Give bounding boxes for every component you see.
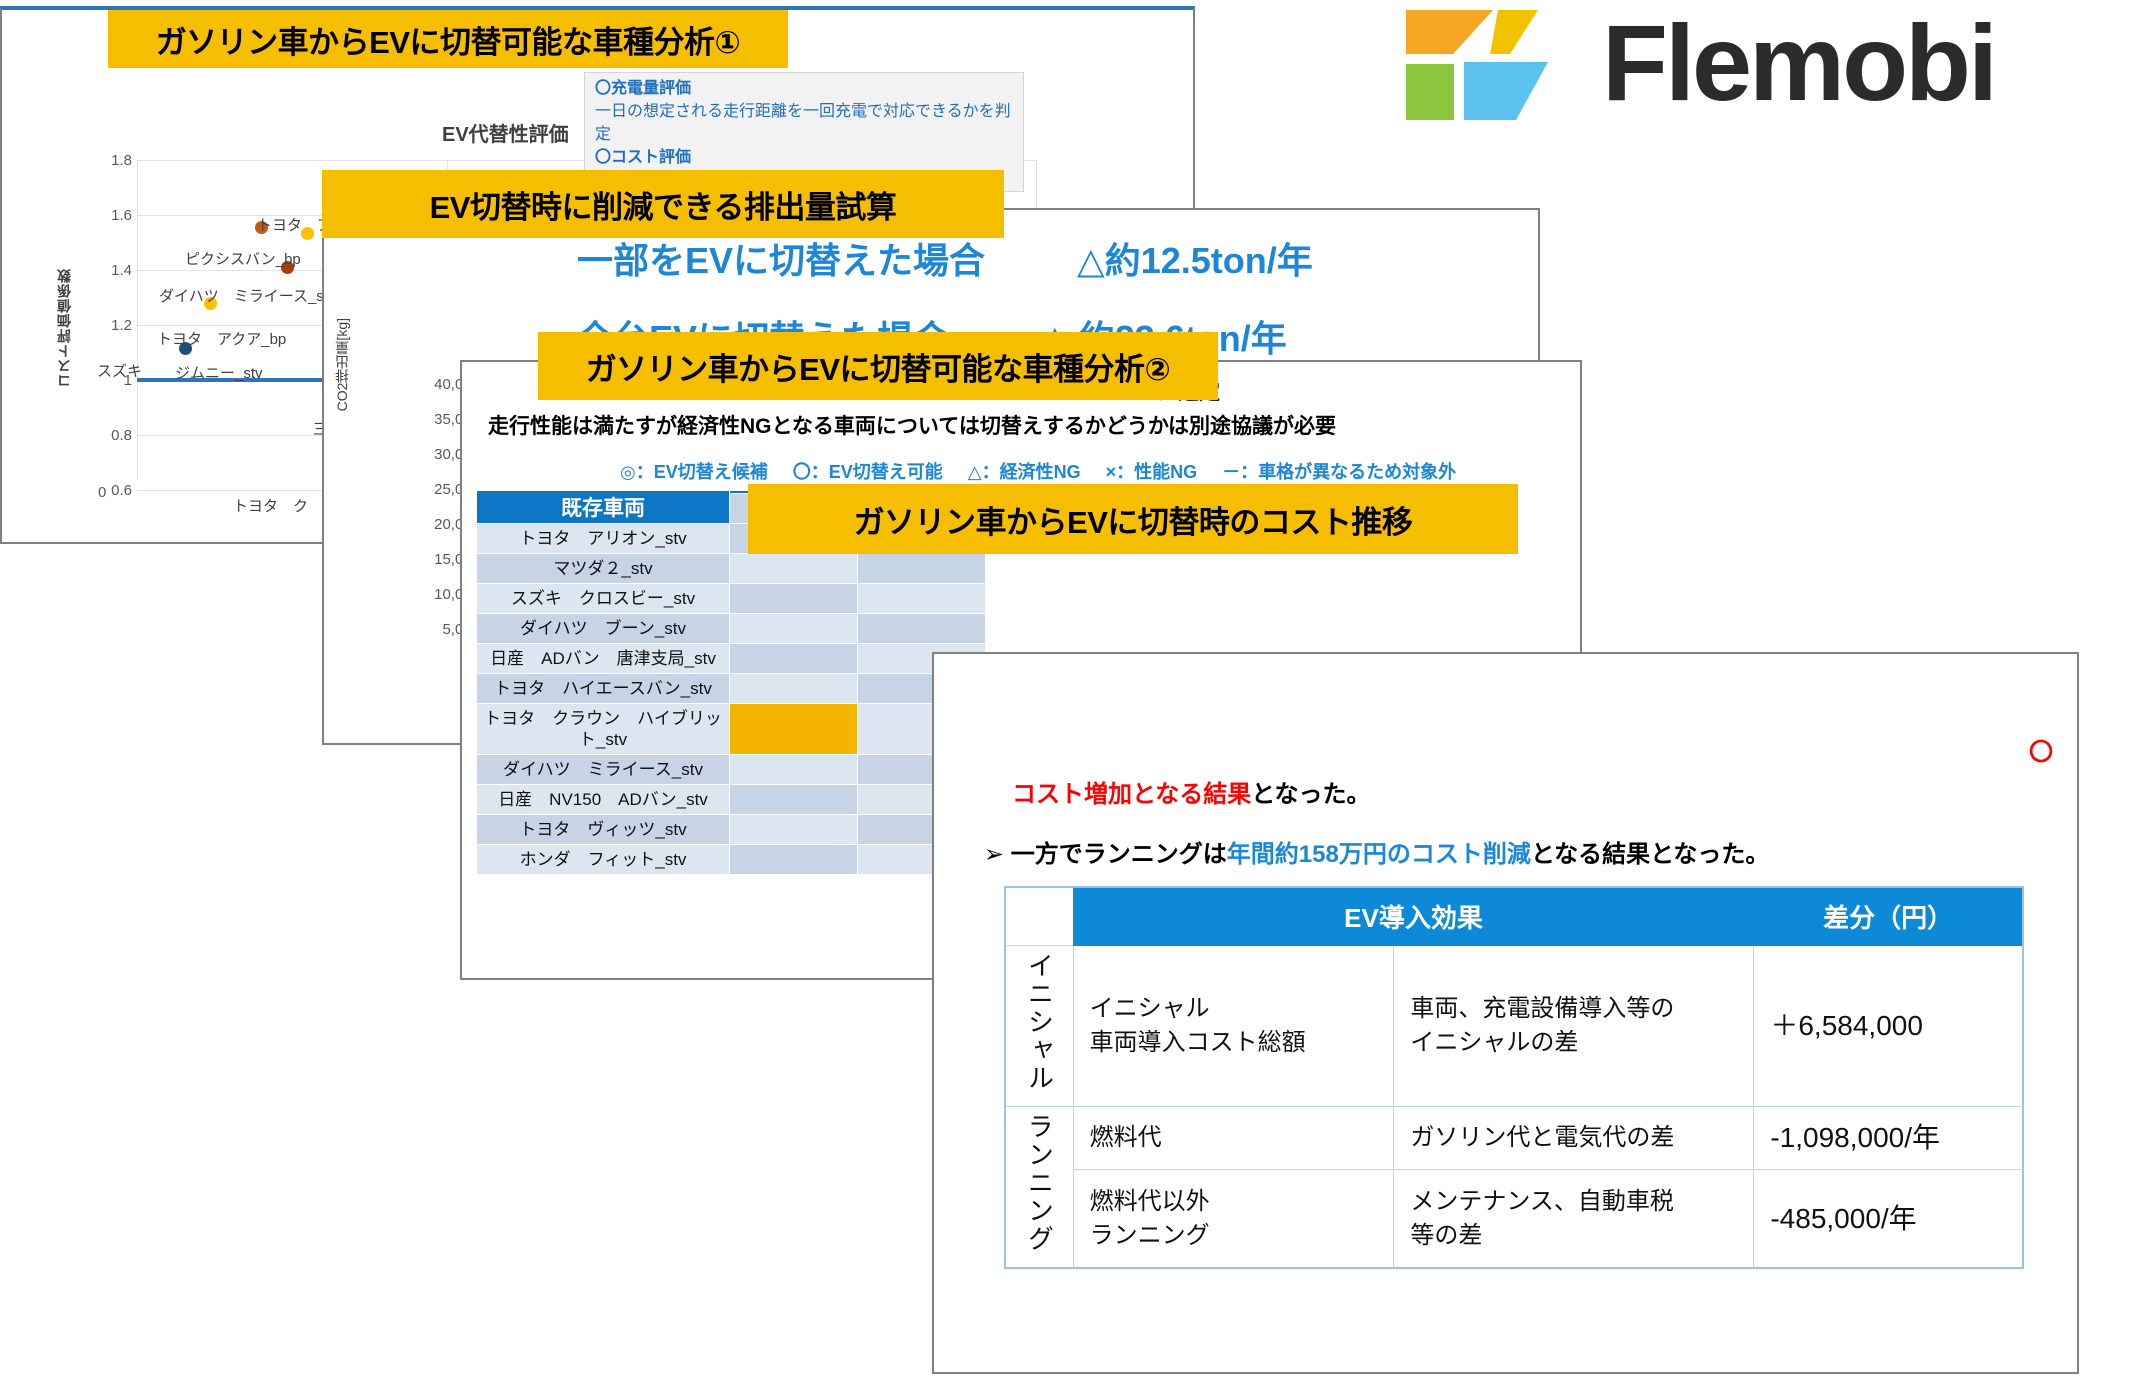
table-row[interactable]: ホンダ フィット_stv bbox=[476, 844, 986, 875]
vehicle-name: トヨタ ヴィッツ_stv bbox=[476, 814, 730, 845]
group-label-initial: イニシャル bbox=[1004, 945, 1074, 1107]
scatter-point bbox=[301, 227, 314, 240]
table-row[interactable]: トヨタ ハイエースバン_stv bbox=[476, 673, 986, 704]
highlight-cell bbox=[729, 703, 858, 755]
y-tick: 0.6 bbox=[111, 482, 132, 499]
table-row[interactable]: トヨタ クラウン ハイブリット_stv bbox=[476, 703, 986, 755]
cost-item-initial: イニシャル 車両導入コスト総額 bbox=[1072, 945, 1395, 1107]
table-row[interactable]: トヨタ ヴィッツ_stv bbox=[476, 814, 986, 845]
vehicle-name: ダイハツ ミライース_stv bbox=[476, 754, 730, 785]
cost-table-row-initial[interactable]: イニシャル イニシャル 車両導入コスト総額 車両、充電設備導入等の イニシャルの… bbox=[1004, 945, 2024, 1107]
running-cost-highlight: 年間約158万円のコスト削減 bbox=[1226, 841, 1531, 868]
flemobi-logo: Flemobi bbox=[1390, 0, 2150, 135]
banner-cost-transition[interactable]: ガソリン車からEVに切替時のコスト推移 bbox=[748, 484, 1518, 554]
scatter-point-label: ダイハツ ミライース_stv bbox=[159, 288, 336, 305]
scatter-y-axis-label: コスト評価値係数 bbox=[56, 268, 72, 388]
cost-increase-tail: となった。 bbox=[1251, 781, 1371, 808]
cost-detail-nonfuel: メンテナンス、自動車税 等の差 bbox=[1393, 1169, 1755, 1269]
y-tick: 1.2 bbox=[111, 317, 132, 334]
y-tick: 1.6 bbox=[111, 207, 132, 224]
legend-item-excluded: －：車格が異なるため対象外 bbox=[1222, 462, 1457, 482]
table-row[interactable]: マツダ２_stv bbox=[476, 553, 986, 584]
slide-vehicle-analysis-2[interactable]: 13 に選定 走行性能は満たすが経済性NGとなる車両については切替えするかどうか… bbox=[460, 360, 1582, 980]
table-row[interactable]: 日産 ADバン 唐津支局_stv bbox=[476, 643, 986, 674]
cost-table-row-nonfuel[interactable]: 燃料代以外 ランニング メンテナンス、自動車税 等の差 -485,000/年 bbox=[1005, 1169, 2024, 1269]
note-text-charge: 一日の想定される走行距離を一回充電で対応できるかを判定 bbox=[595, 103, 1011, 143]
flemobi-mark-icon bbox=[1406, 10, 1548, 120]
cost-item-nonfuel: 燃料代以外 ランニング bbox=[1072, 1169, 1395, 1269]
banner-vehicle-analysis-2[interactable]: ガソリン車からEVに切替可能な車種分析② bbox=[538, 332, 1218, 400]
x-tick: 0 bbox=[98, 484, 107, 501]
vehicle-name: マツダ２_stv bbox=[476, 553, 730, 584]
running-cost-tail: となる結果となった。 bbox=[1530, 841, 1770, 868]
table-row[interactable]: スズキ クロスビー_stv bbox=[476, 583, 986, 614]
scatter-point-label: トヨタ アクア_bp bbox=[157, 331, 287, 348]
legend-item-perf-ng: ×：性能NG bbox=[1105, 462, 1198, 482]
cost-increase-highlight: コスト増加となる結果 bbox=[1012, 781, 1252, 808]
scatter-point bbox=[281, 261, 294, 274]
vehicle-name: トヨタ クラウン ハイブリット_stv bbox=[476, 703, 730, 755]
cost-value-initial: ＋6,584,000 bbox=[1753, 945, 2024, 1107]
y-tick: 1 bbox=[123, 372, 132, 389]
col-existing-vehicle: 既存車両 bbox=[476, 490, 730, 524]
cost-value-fuel: -1,098,000/年 bbox=[1753, 1105, 2024, 1171]
col-ev-effect: EV導入効果 bbox=[1072, 886, 1755, 946]
scatter-point-label: ピクシスバン_bp bbox=[185, 251, 301, 268]
running-cost-lead: ➢ 一方でランニングは bbox=[984, 841, 1227, 868]
scatter-point bbox=[204, 297, 217, 310]
cost-table-header-row: EV導入効果 差分（円） bbox=[1005, 886, 2024, 946]
vehicle-name: トヨタ ハイエースバン_stv bbox=[476, 673, 730, 704]
symbol-legend: ◎：EV切替え候補 〇：EV切替え可能 △：経済性NG ×：性能NG －：車格が… bbox=[620, 458, 1476, 484]
scatter-point-label: スズキ bbox=[97, 363, 143, 380]
running-cost-line: ➢ 一方でランニングは年間約158万円のコスト削減となる結果となった。 bbox=[984, 834, 1769, 869]
col-difference: 差分（円） bbox=[1753, 886, 2024, 946]
scatter-point bbox=[179, 342, 192, 355]
vehicle-name: ダイハツ ブーン_stv bbox=[476, 613, 730, 644]
banner-vehicle-analysis-1[interactable]: ガソリン車からEVに切替可能な車種分析① bbox=[108, 10, 788, 68]
scatter-point-label: トヨタ ク bbox=[233, 498, 309, 515]
group-label-running: ランニング bbox=[1004, 1106, 1074, 1269]
table-row[interactable]: ダイハツ ブーン_stv bbox=[476, 613, 986, 644]
emission-partial-line: 一部をEVに切替えた場合 △約12.5ton/年 bbox=[577, 232, 1313, 284]
scatter-chart-title: EV代替性評価 bbox=[442, 124, 569, 146]
emission-partial-label: 一部をEVに切替えた場合 bbox=[577, 240, 986, 281]
cost-detail-initial: 車両、充電設備導入等の イニシャルの差 bbox=[1393, 945, 1755, 1107]
note-heading-charge: 〇充電量評価 bbox=[595, 80, 692, 97]
slide-cost-transition[interactable]: 〇 コスト増加となる結果となった。 ➢ 一方でランニングは年間約158万円のコス… bbox=[932, 652, 2079, 1374]
vehicle-name: 日産 ADバン 唐津支局_stv bbox=[476, 643, 730, 674]
scatter-y-axis-ticks: 1.8 1.6 1.4 1.2 1 0.8 0.6 bbox=[90, 152, 132, 499]
bar-chart-y-axis-label: CO2排出量[kg] bbox=[334, 318, 350, 412]
y-tick: 0.8 bbox=[111, 427, 132, 444]
vehicle-name: スズキ クロスビー_stv bbox=[476, 583, 730, 614]
table-row[interactable]: 日産 NV150 ADバン_stv bbox=[476, 784, 986, 815]
y-tick: 1.4 bbox=[111, 262, 132, 279]
vehicle-name: トヨタ アリオン_stv bbox=[476, 523, 730, 554]
banner-emission-reduction[interactable]: EV切替時に削減できる排出量試算 bbox=[322, 170, 1004, 238]
scatter-point-label: ジムニー_stv bbox=[175, 365, 263, 382]
y-tick: 1.8 bbox=[111, 152, 132, 169]
cost-increase-line: コスト増加となる結果となった。 bbox=[1012, 774, 1371, 809]
performance-note-line: 走行性能は満たすが経済性NGとなる車両については切替えするかどうかは別途協議が必… bbox=[488, 415, 1336, 438]
note-heading-cost: 〇コスト評価 bbox=[595, 149, 692, 166]
legend-item-candidate: ◎：EV切替え候補 bbox=[620, 462, 768, 482]
emission-partial-value: △約12.5ton/年 bbox=[1077, 240, 1313, 281]
legend-item-econ-ng: △：経済性NG bbox=[967, 462, 1081, 482]
cost-table-row-fuel[interactable]: ランニング 燃料代 ガソリン代と電気代の差 -1,098,000/年 bbox=[1004, 1105, 2024, 1269]
cost-note-marker: 〇 bbox=[2029, 739, 2053, 766]
table-row[interactable]: ダイハツ ミライース_stv bbox=[476, 754, 986, 785]
scatter-point bbox=[255, 221, 268, 234]
cost-item-fuel: 燃料代 bbox=[1072, 1105, 1395, 1171]
vehicle-name: 日産 NV150 ADバン_stv bbox=[476, 784, 730, 815]
flemobi-wordmark: Flemobi bbox=[1602, 2, 1998, 123]
vehicle-name: ホンダ フィット_stv bbox=[476, 844, 730, 875]
cost-detail-fuel: ガソリン代と電気代の差 bbox=[1393, 1105, 1755, 1171]
legend-item-possible: 〇：EV切替え可能 bbox=[792, 462, 943, 482]
cost-value-nonfuel: -485,000/年 bbox=[1753, 1169, 2024, 1269]
ev-cost-effect-table[interactable]: EV導入効果 差分（円） イニシャル イニシャル 車両導入コスト総額 車両、充電… bbox=[1004, 886, 2024, 1269]
